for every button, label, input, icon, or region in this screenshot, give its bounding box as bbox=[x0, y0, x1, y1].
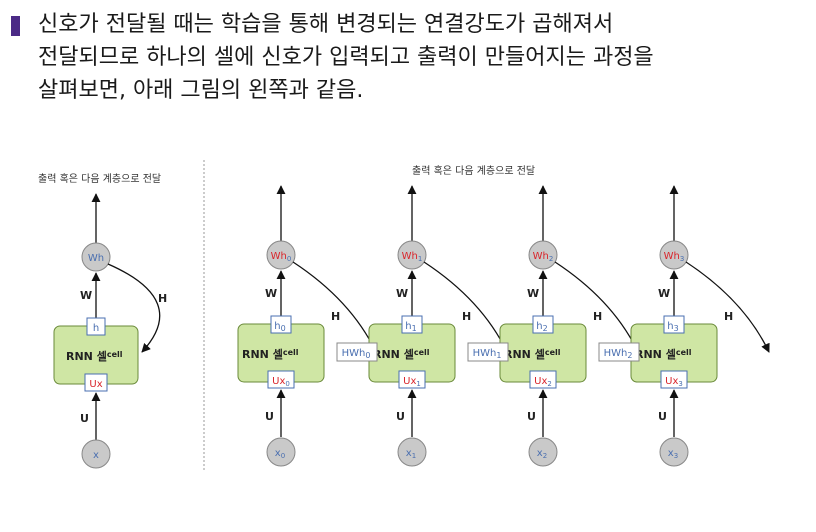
step-3-cell-label: RNN 셀cell bbox=[635, 347, 692, 361]
step-2-input-label: x2 bbox=[537, 448, 547, 460]
left-input-node bbox=[81, 439, 111, 469]
description-paragraph: 신호가 전달될 때는 학습을 통해 변경되는 연결강도가 곱해져서 전달되므로 … bbox=[38, 8, 808, 107]
step-1-output-node bbox=[397, 240, 427, 270]
step-1-h-box bbox=[401, 315, 423, 334]
step-2-cell-label: RNN 셀cell bbox=[504, 347, 561, 361]
step-2-output-node bbox=[528, 240, 558, 270]
left-recurrent-arrow bbox=[107, 263, 161, 353]
step-1-h-box-label: h1 bbox=[405, 321, 416, 333]
step-0-ux-box-label: Ux0 bbox=[272, 376, 290, 388]
caption-left: 출력 혹은 다음 계층으로 전달 bbox=[38, 172, 161, 185]
transfer-2-label: HWh2 bbox=[604, 348, 633, 360]
step-3-input-node bbox=[659, 437, 689, 467]
step-0-h-box-label: h0 bbox=[274, 321, 285, 333]
step-0-u-label: U bbox=[265, 410, 274, 423]
step-2-ux-box-label: Ux2 bbox=[534, 376, 552, 388]
step-0-w-label: W bbox=[265, 287, 277, 300]
step-3-output-node bbox=[659, 240, 689, 270]
step-2-u-label: U bbox=[527, 410, 536, 423]
step-3-input-label: x3 bbox=[668, 448, 678, 460]
step-0-input-label: x0 bbox=[275, 448, 285, 460]
step-3-h-label: H bbox=[724, 310, 733, 323]
transfer-0-label: HWh0 bbox=[342, 348, 371, 360]
left-ux-box bbox=[84, 373, 108, 392]
step-2-w-label: W bbox=[527, 287, 539, 300]
step-1-output-label: Wh1 bbox=[402, 251, 423, 263]
step-1-ux-box bbox=[398, 370, 426, 389]
step-0-output-label: Wh0 bbox=[271, 251, 292, 263]
step-2-output-label: Wh2 bbox=[533, 251, 554, 263]
step-2-input-node bbox=[528, 437, 558, 467]
left-output-node bbox=[81, 242, 111, 272]
transfer-0-box bbox=[336, 342, 378, 362]
transfer-1-box bbox=[467, 342, 509, 362]
step-0-output-node bbox=[266, 240, 296, 270]
left-cell-label: RNN 셀cell bbox=[66, 349, 123, 363]
left-h-box-label: h bbox=[93, 323, 99, 334]
step-0-h-box bbox=[270, 315, 292, 334]
left-input-label: x bbox=[93, 450, 99, 461]
step-1-cell-label: RNN 셀cell bbox=[373, 347, 430, 361]
step-3-h-box-label: h3 bbox=[667, 321, 678, 333]
step-2-h-label: H bbox=[593, 310, 602, 323]
paragraph-line-2: 전달되므로 하나의 셀에 신호가 입력되고 출력이 만들어지는 과정을 bbox=[38, 45, 654, 70]
step-3-recurrent-arrow bbox=[685, 261, 770, 353]
step-0-input-node bbox=[266, 437, 296, 467]
left-output-label: Wh bbox=[88, 253, 104, 264]
step-3-h-box bbox=[663, 315, 685, 334]
step-3-output-label: Wh3 bbox=[664, 251, 685, 263]
left-ux-box-label: Ux bbox=[89, 379, 102, 390]
step-1-h-label: H bbox=[462, 310, 471, 323]
left-rnn-diagram: Wh W H h RNN 셀cell Ux U x bbox=[53, 193, 167, 469]
step-1-w-label: W bbox=[396, 287, 408, 300]
transfer-1-label: HWh1 bbox=[473, 348, 502, 360]
step-1-input-node bbox=[397, 437, 427, 467]
step-3-ux-box bbox=[660, 370, 688, 389]
step-3-u-label: U bbox=[658, 410, 667, 423]
paragraph-line-1: 신호가 전달될 때는 학습을 통해 변경되는 연결강도가 곱해져서 bbox=[38, 12, 614, 37]
left-u-label: U bbox=[80, 412, 89, 425]
paragraph-line-3: 살펴보면, 아래 그림의 왼쪽과 같음. bbox=[38, 78, 364, 103]
left-w-label: W bbox=[80, 289, 92, 302]
step-3-ux-box-label: Ux3 bbox=[665, 376, 683, 388]
step-2-h-box-label: h2 bbox=[536, 321, 547, 333]
step-1-u-label: U bbox=[396, 410, 405, 423]
step-0-ux-box bbox=[267, 370, 295, 389]
step-1-ux-box-label: Ux1 bbox=[403, 376, 421, 388]
step-1-input-label: x1 bbox=[406, 448, 416, 460]
step-0-cell-label: RNN 셀cell bbox=[242, 347, 299, 361]
transfer-2-box bbox=[598, 342, 640, 362]
step-2-ux-box bbox=[529, 370, 557, 389]
bullet-marker bbox=[11, 16, 20, 36]
step-0-h-label: H bbox=[331, 310, 340, 323]
caption-right: 출력 혹은 다음 계층으로 전달 bbox=[412, 164, 535, 177]
left-h-box bbox=[86, 317, 106, 336]
step-2-h-box bbox=[532, 315, 554, 334]
left-h-label: H bbox=[158, 292, 167, 305]
step-3-w-label: W bbox=[658, 287, 670, 300]
